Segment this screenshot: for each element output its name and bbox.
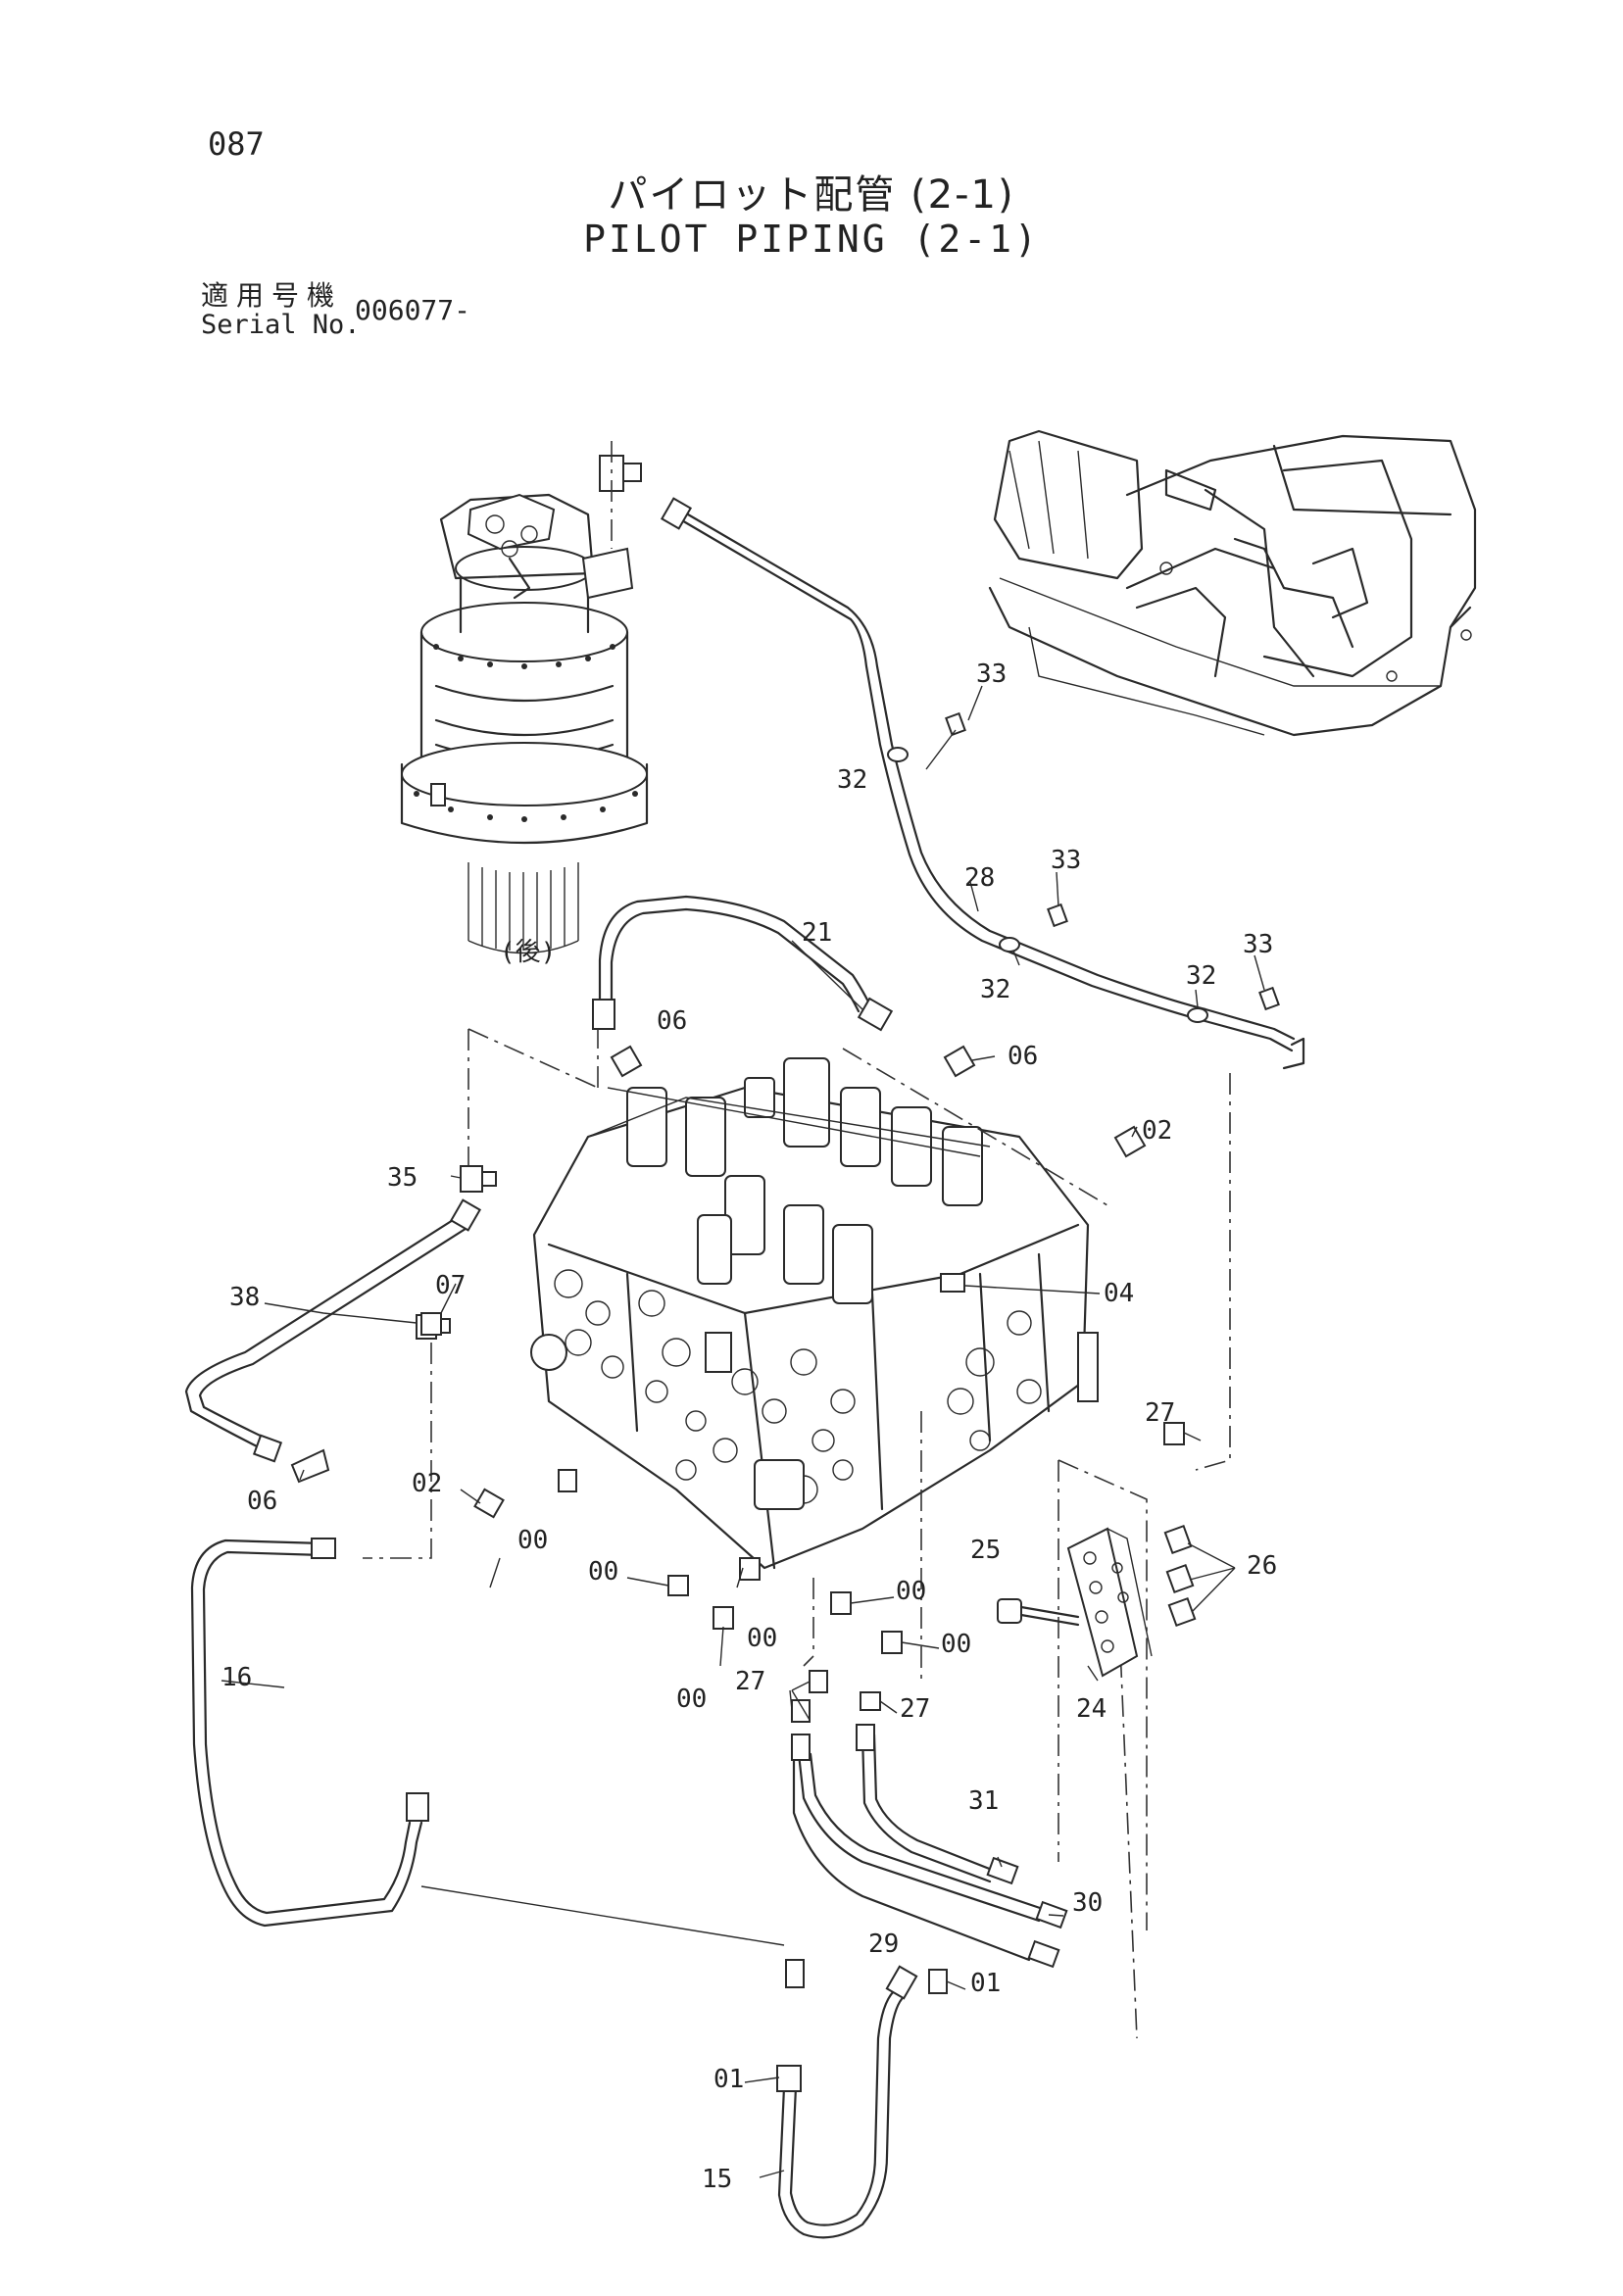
- callout-02: 02: [412, 1469, 442, 1498]
- pipe-28: [674, 506, 1296, 1041]
- callout-00: 00: [941, 1630, 971, 1659]
- serial-label-english: Serial No.: [201, 310, 361, 340]
- callout-00: 00: [588, 1557, 618, 1587]
- callout-27: 27: [1145, 1398, 1175, 1428]
- swing-motor-illustration: [400, 493, 649, 954]
- page-number: 087: [208, 125, 265, 163]
- callout-30: 30: [1072, 1888, 1103, 1918]
- pipe-15: [777, 1997, 904, 2239]
- bolt-25: [997, 1598, 1080, 1627]
- callout-32: 32: [837, 765, 867, 795]
- callout-28: 28: [964, 863, 995, 893]
- clamp-32-middle: [999, 903, 1068, 953]
- junction-block-24: [1066, 1527, 1153, 1678]
- pipe-21: [598, 895, 874, 1011]
- pipe-29: [797, 1752, 1041, 1923]
- dashed-leader-lines: [363, 1028, 1231, 2039]
- callout-21: 21: [802, 918, 832, 948]
- callout-32: 32: [1186, 961, 1216, 991]
- pipe-30: [792, 1752, 1031, 1962]
- callout-33: 33: [1051, 846, 1081, 875]
- callout-31: 31: [968, 1786, 999, 1816]
- callout-06: 06: [657, 1006, 687, 1036]
- callout-01: 01: [713, 2065, 744, 2094]
- clamp-32-right: [1187, 986, 1280, 1023]
- callout-16: 16: [221, 1663, 252, 1692]
- callout-00: 00: [896, 1577, 926, 1606]
- swing-motor-tee-fitting: [599, 441, 642, 549]
- clamp-32-upper: [887, 711, 966, 762]
- pipe-16: [190, 1539, 423, 1928]
- callout-32: 32: [980, 975, 1010, 1004]
- control-valve-illustration: [530, 1057, 1099, 1570]
- serial-label-japanese: 適用号機: [201, 279, 343, 312]
- page-title-japanese: パイロット配管 (2-1): [608, 172, 1015, 218]
- callout-26: 26: [1247, 1551, 1277, 1581]
- fittings-26: [1163, 1524, 1197, 1628]
- callout-00: 00: [517, 1526, 548, 1555]
- callout-00: 00: [747, 1624, 777, 1653]
- callout-06: 06: [1008, 1042, 1038, 1071]
- callout-07: 07: [435, 1271, 466, 1300]
- callout-02: 02: [1142, 1116, 1172, 1146]
- excavator-illustration: [988, 429, 1477, 737]
- callout-35: 35: [387, 1163, 418, 1193]
- callout-33: 33: [976, 659, 1007, 689]
- callout-24: 24: [1076, 1694, 1107, 1724]
- callout-25: 25: [970, 1536, 1001, 1565]
- callout-27: 27: [735, 1667, 765, 1696]
- small-fittings: [420, 1045, 1185, 1994]
- callout-38: 38: [229, 1283, 260, 1312]
- callout-00: 00: [676, 1685, 707, 1714]
- callout-06: 06: [247, 1487, 277, 1516]
- callout-29: 29: [868, 1930, 899, 1959]
- callout-33: 33: [1243, 930, 1273, 959]
- callout-27: 27: [900, 1694, 930, 1724]
- callout-15: 15: [702, 2165, 732, 2194]
- callout-01: 01: [970, 1969, 1001, 1998]
- page-title-english: PILOT PIPING (2-1): [583, 218, 1040, 261]
- callout-04: 04: [1104, 1279, 1134, 1308]
- callout-leader-lines: [221, 685, 1265, 2178]
- pipe-38: [184, 1213, 463, 1452]
- serial-number-value: 006077-: [355, 294, 471, 326]
- pipe-31: [861, 1733, 992, 1883]
- rear-label: (後): [500, 938, 556, 967]
